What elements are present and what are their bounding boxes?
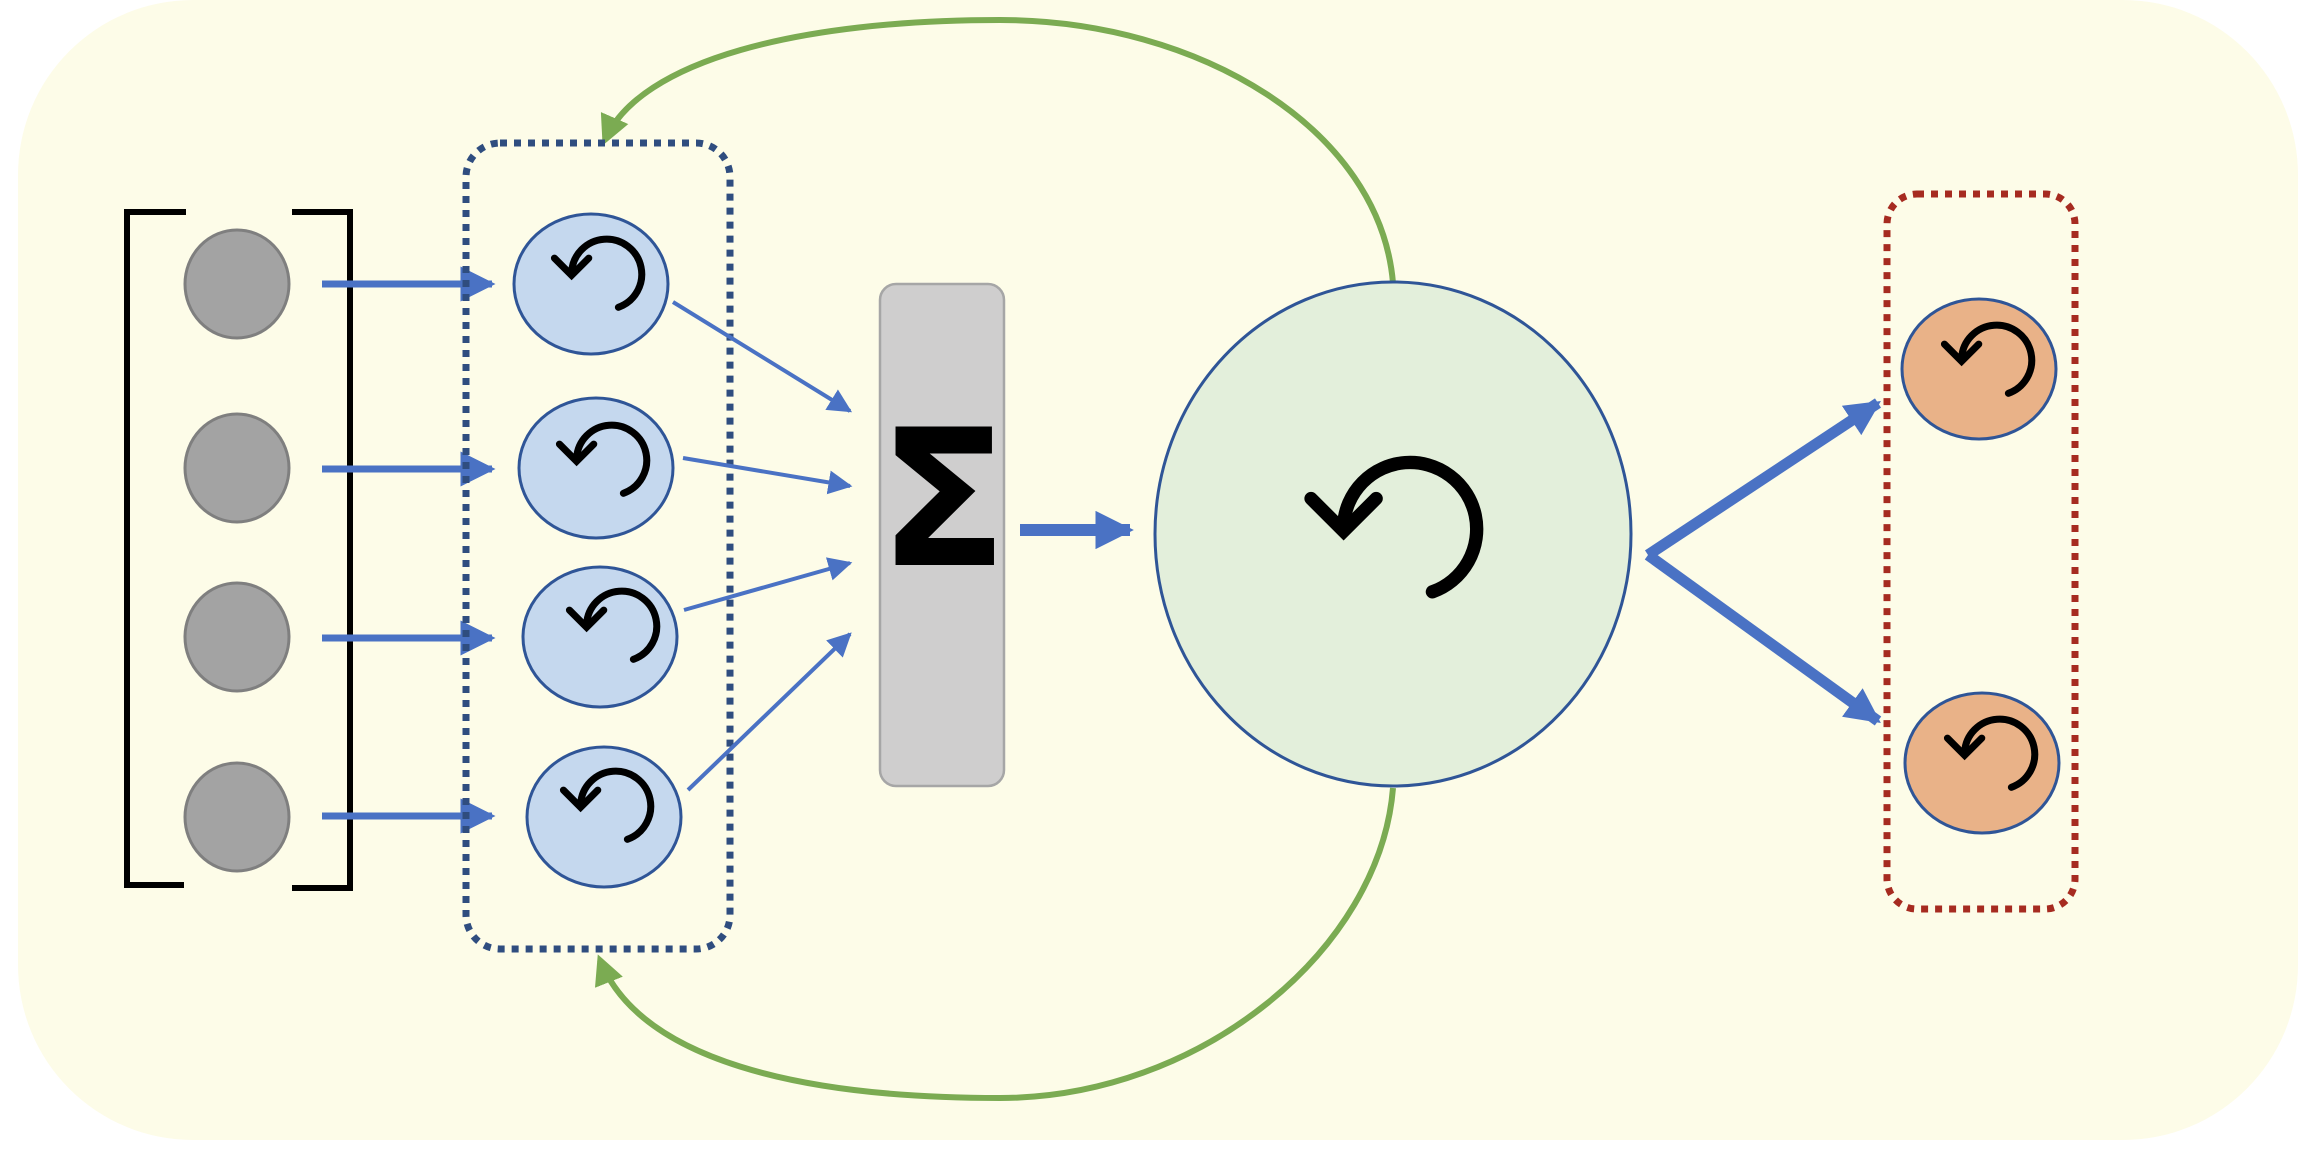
output-arrows xyxy=(1644,398,1882,726)
output-nodes xyxy=(1900,297,2061,835)
summation-symbol: Σ xyxy=(878,389,1008,610)
input-node xyxy=(183,228,291,340)
input-node xyxy=(183,412,291,524)
feedback-arrow-bottom xyxy=(595,787,1396,1102)
aggregation-arrows xyxy=(671,300,853,792)
output-arrow xyxy=(1644,550,1882,726)
left-bracket xyxy=(124,209,186,888)
aggregation-arrow xyxy=(683,557,853,612)
input-node xyxy=(183,581,291,693)
recurrent-node xyxy=(512,212,670,356)
output-arrow xyxy=(1644,398,1882,560)
input-nodes xyxy=(183,228,291,873)
aggregation-arrow xyxy=(682,456,853,495)
recurrent-node xyxy=(521,565,679,709)
aggregation-arrow xyxy=(671,300,853,413)
recurrent-nodes xyxy=(512,212,683,889)
aggregation-arrow xyxy=(686,632,852,792)
output-node xyxy=(1903,691,2061,835)
right-bracket xyxy=(292,209,353,891)
output-layer-group xyxy=(1883,190,2079,913)
summation-block: Σ xyxy=(878,282,1008,788)
input-vector-bracket xyxy=(124,209,353,891)
recurrent-layer-group xyxy=(462,139,734,953)
recurrent-node xyxy=(525,745,683,889)
central-recurrent-state xyxy=(1153,280,1633,788)
recurrent-node xyxy=(517,396,675,540)
input-node xyxy=(183,761,291,873)
feedback-arrow-top xyxy=(600,16,1396,284)
output-node xyxy=(1900,297,2058,441)
